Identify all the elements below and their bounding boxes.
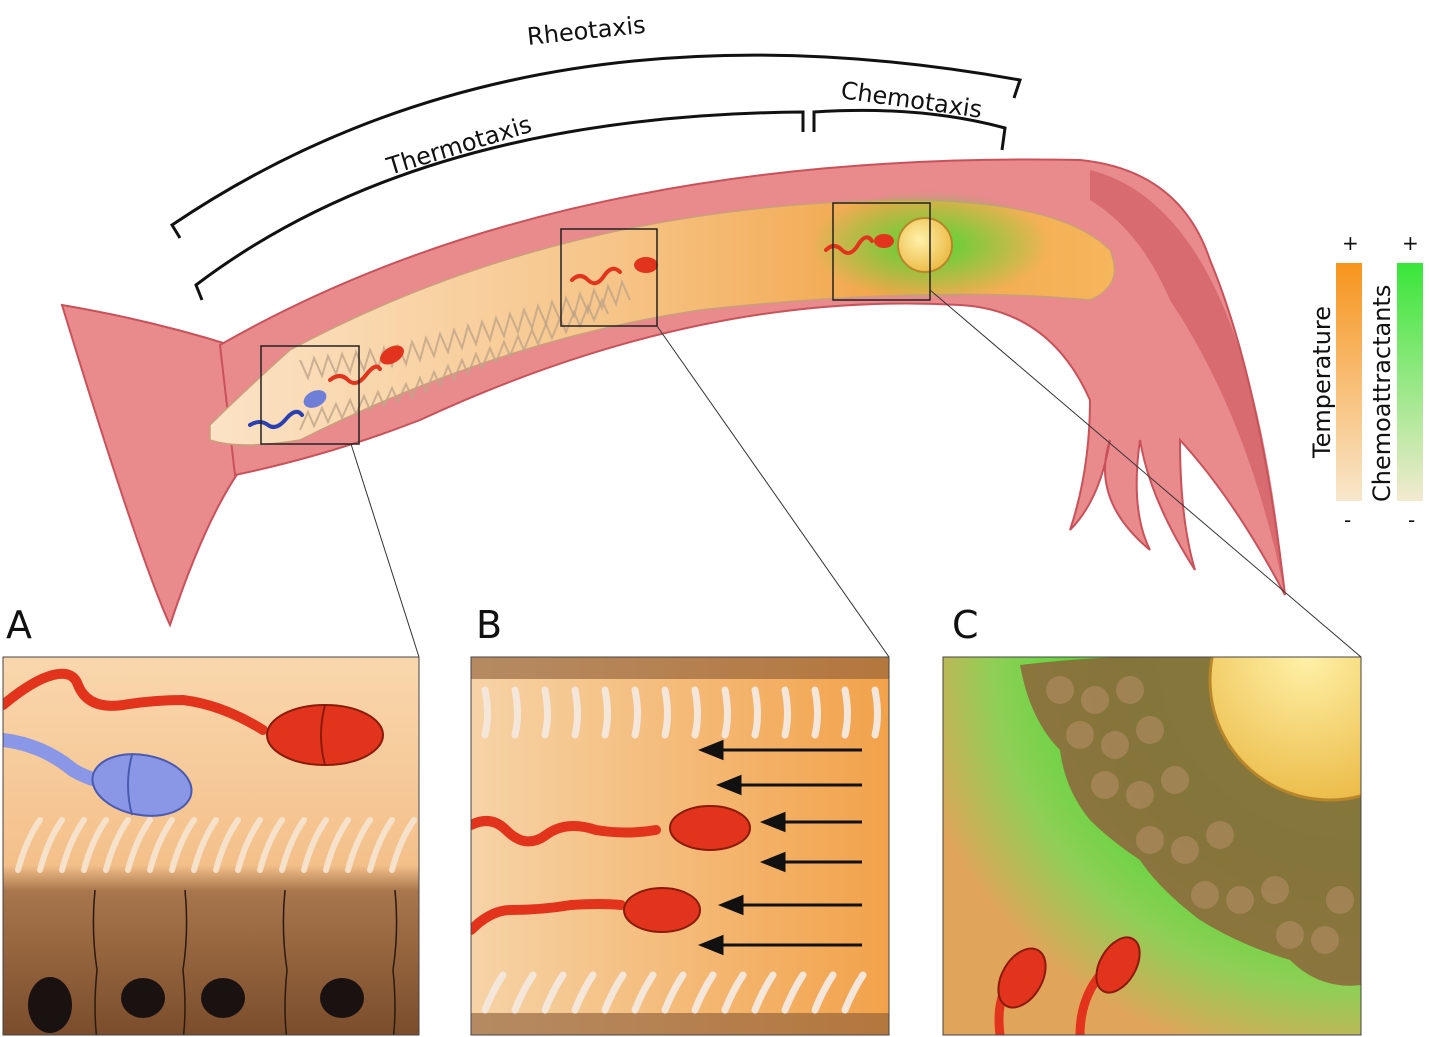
panel-a-letter: A bbox=[6, 603, 32, 647]
zoom-box-b bbox=[560, 228, 658, 327]
oocyte bbox=[897, 217, 953, 273]
temperature-title: Temperature bbox=[1308, 306, 1336, 459]
thermotaxis-label: Thermotaxis bbox=[383, 110, 535, 181]
chemoattractants-plus: + bbox=[1402, 231, 1419, 255]
oviduct bbox=[60, 158, 1286, 628]
panel-b-sperm-head-2 bbox=[623, 887, 701, 933]
chemotaxis-label: Chemotaxis bbox=[839, 76, 984, 124]
panel-b bbox=[471, 657, 889, 1035]
panel-c bbox=[943, 657, 1361, 1035]
panel-c-sperm-head-1 bbox=[997, 947, 1047, 1009]
panel-b-sperm-head-1 bbox=[669, 805, 751, 851]
zoom-box-c bbox=[832, 202, 931, 301]
temperature-legend: + - Temperature bbox=[1308, 231, 1362, 532]
panel-b-letter: B bbox=[476, 603, 502, 647]
panel-c-letter: C bbox=[952, 603, 979, 647]
chemoattractants-minus: - bbox=[1408, 508, 1415, 532]
temperature-minus: - bbox=[1344, 508, 1351, 532]
flow-arrows bbox=[697, 739, 862, 956]
rheotaxis-label: Rheotaxis bbox=[526, 11, 647, 51]
chemotaxis-bracket bbox=[812, 108, 1007, 151]
panel-a bbox=[3, 657, 419, 1035]
zoom-box-a bbox=[260, 345, 360, 445]
temperature-plus: + bbox=[1342, 231, 1359, 255]
thermotaxis-bracket bbox=[194, 110, 805, 301]
chemoattractants-legend: + - Chemoattractants bbox=[1368, 231, 1423, 532]
panel-a-blue-sperm-head bbox=[91, 753, 193, 817]
chemoattractants-title: Chemoattractants bbox=[1368, 285, 1396, 502]
panel-c-oocyte bbox=[1208, 657, 1361, 802]
panel-c-sperm-head-2 bbox=[1095, 936, 1141, 994]
rheotaxis-bracket bbox=[169, 53, 1022, 239]
panel-a-red-sperm-head bbox=[266, 704, 384, 766]
